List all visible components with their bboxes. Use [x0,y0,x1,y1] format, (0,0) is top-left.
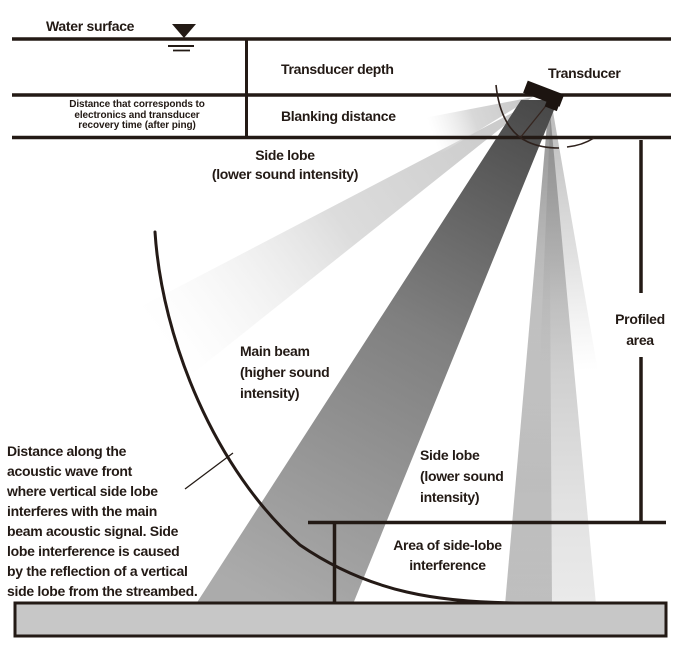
transducer-arc-dash [566,137,595,148]
interference-area-label: Area of side-lobe interference [355,535,540,575]
side-lobe-left-beam [0,101,535,527]
water-surface-label: Water surface [46,18,135,34]
beam-axis-line [519,101,550,139]
recovery-note-line: Distance that corresponds to [69,99,205,110]
side-lobe-right-label: Side lobe (lower sound intensity) [420,445,504,508]
interference-area-line: interference [409,557,486,573]
main-beam-line: intensity) [240,385,300,401]
side-lobe-right-line: intensity) [420,489,480,505]
transducer-arc [495,84,560,149]
main-beam-shape [196,100,558,604]
side-lobe-right-beam-shading [505,101,552,605]
wavefront-arc [153,230,526,605]
streambed [13,601,668,638]
wavefront-note: Distance along the acoustic wave front w… [7,441,198,601]
side-lobe-left-short-beam [424,97,533,164]
recovery-note-line: recovery time (after ping) [78,120,196,131]
pointer-line [184,452,234,490]
transducer-depth-label: Transducer depth [281,61,394,77]
side-lobe-upper-line: (lower sound intensity) [211,166,359,182]
side-lobe-right-line: (lower sound [420,468,504,484]
profiled-area-line: area [626,332,654,348]
side-lobe-upper-line: Side lobe [255,147,315,163]
main-beam-line: Main beam [240,343,310,359]
transducer-icon [523,80,565,112]
blanking-distance-label: Blanking distance [281,108,396,124]
recovery-note-line: electronics and transducer [74,109,200,121]
wavefront-note-line: side lobe from the streambed. [7,583,198,599]
transducer-label: Transducer [548,65,621,81]
wavefront-note-line: acoustic wave front [7,463,133,479]
recovery-note: Distance that corresponds to electronics… [28,99,246,132]
profiled-area-line: Profiled [615,311,665,327]
wavefront-note-line: where vertical side lobe [7,483,158,499]
wavefront-note-line: interferes with the main [7,503,157,519]
side-lobe-upper-label: Side lobe (lower sound intensity) [185,146,385,184]
main-beam-line: (higher sound [240,364,330,380]
wavefront-note-line: by the reflection of a vertical [7,563,188,579]
side-lobe-right-line: Side lobe [420,447,480,463]
profiled-area-label: Profiled area [605,309,675,351]
side-lobe-right-short-beam [537,100,606,432]
wavefront-note-line: Distance along the [7,443,127,459]
wavefront-note-line: beam acoustic signal. Side [7,523,179,539]
water-level-icon [168,24,196,52]
wavefront-note-line: lobe interference is caused [7,543,180,559]
main-beam-label: Main beam (higher sound intensity) [240,341,330,404]
interference-area-line: Area of side-lobe [393,537,502,553]
